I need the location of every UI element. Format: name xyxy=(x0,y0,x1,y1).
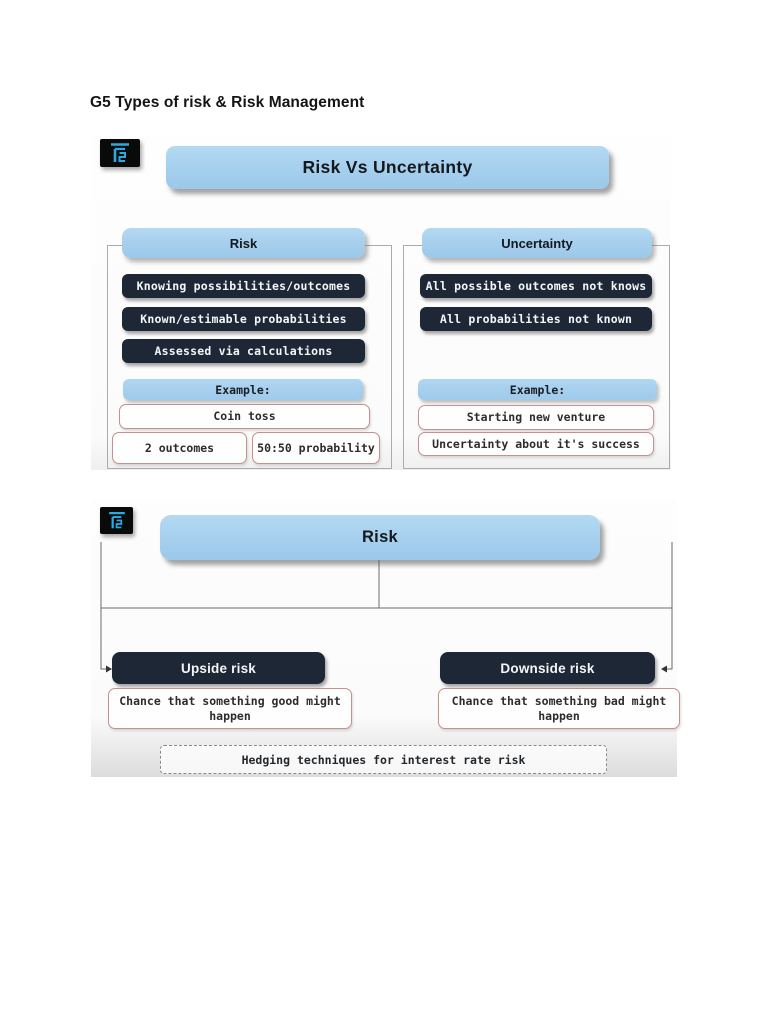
downside-risk-description: Chance that something bad might happen xyxy=(438,688,680,729)
risk-example-label: Example: xyxy=(123,379,363,400)
hedging-footer-box: Hedging techniques for interest rate ris… xyxy=(160,745,607,774)
arrow-left-icon xyxy=(661,665,667,673)
uncertainty-item: All probabilities not known xyxy=(420,307,652,331)
fs-logo-icon xyxy=(100,507,133,534)
risk-item: Assessed via calculations xyxy=(122,339,365,363)
uncertainty-item: All possible outcomes not knows xyxy=(420,274,652,298)
downside-risk-box: Downside risk xyxy=(440,652,655,684)
risk-item: Knowing possibilities/outcomes xyxy=(122,274,365,298)
upside-risk-box: Upside risk xyxy=(112,652,325,684)
risk-item: Known/estimable probabilities xyxy=(122,307,365,331)
uncertainty-example-label: Example: xyxy=(418,379,657,400)
risk-example-detail: 2 outcomes xyxy=(112,432,247,464)
arrow-right-icon xyxy=(106,665,112,673)
uncertainty-column-header: Uncertainty xyxy=(422,228,652,258)
risk-example-detail: 50:50 probability xyxy=(252,432,380,464)
diagram-risk-vs-uncertainty: Risk Vs Uncertainty Risk Knowing possibi… xyxy=(91,135,671,470)
page-title: G5 Types of risk & Risk Management xyxy=(90,94,365,111)
diagram2-title-bar: Risk xyxy=(160,515,600,560)
uncertainty-example-main: Starting new venture xyxy=(418,405,654,430)
diagram-risk-branches: Risk Upside risk Downside risk Chance th… xyxy=(91,500,680,777)
fs-logo-icon xyxy=(100,139,140,167)
risk-example-main: Coin toss xyxy=(119,404,370,429)
uncertainty-example-detail: Uncertainty about it's success xyxy=(418,432,654,456)
risk-column-header: Risk xyxy=(122,228,365,258)
diagram1-title-bar: Risk Vs Uncertainty xyxy=(166,146,609,189)
upside-risk-description: Chance that something good might happen xyxy=(108,688,352,729)
branch-connector-lines xyxy=(100,542,673,673)
